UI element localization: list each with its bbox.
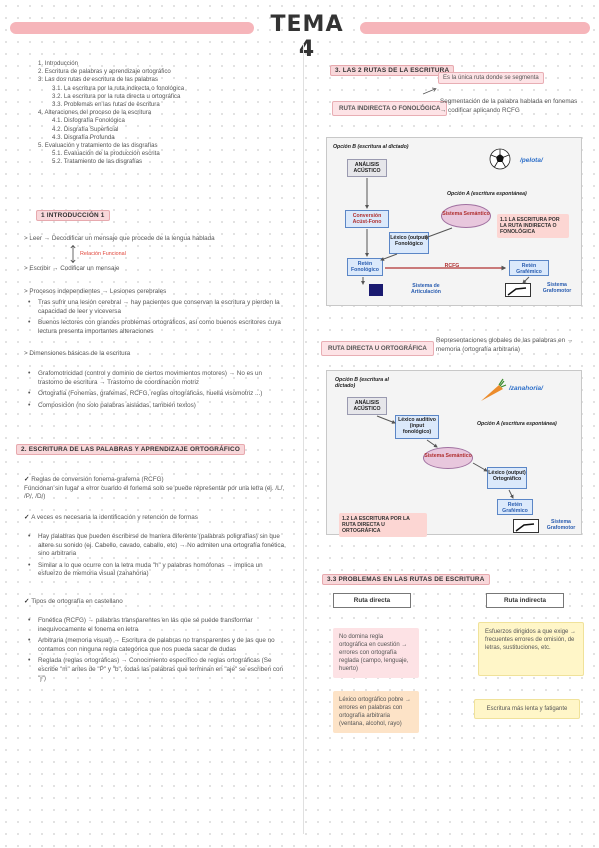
- diagram-note-1: 1.1 LA ESCRITURA POR LA RUTA INDIRECTA O…: [497, 214, 569, 238]
- problem-card-esfuerzo: Esfuerzos dirigidos a que exige → frecue…: [478, 622, 584, 676]
- list-item: Tras sufrir una lesión cerebral → hay pa…: [24, 299, 286, 316]
- list-item: Buenos lectores con grandes problemas or…: [24, 319, 286, 336]
- section-heading-intro: 1 INTRODUCCIÓN 1: [36, 210, 110, 221]
- box2-sistema-semantico: Sistema Semántico: [423, 447, 473, 469]
- list-item: Fonética (RCFG) → palabras transparentes…: [24, 617, 288, 634]
- toc-item[interactable]: 4. Alteraciones del proceso de la escrit…: [38, 109, 152, 117]
- problem-card-reglada: No domina regla ortográfica en cuestión …: [333, 628, 419, 678]
- title-bar-left: [10, 22, 254, 34]
- diagram2-opcion-b: Opción B (escritura al dictado): [335, 377, 389, 389]
- ruta-indirecta-label: RUTA INDIRECTA O FONOLÓGICA: [332, 101, 448, 116]
- toc-item[interactable]: 3. Las dos rutas de escritura de las pal…: [38, 76, 158, 84]
- check-icon: ✓: [24, 514, 30, 521]
- diagram-opcion-b: Opción B (escritura al dictado): [333, 144, 409, 150]
- reglas-block: ✓Reglas de conversión fonema-grafema (RC…: [24, 476, 286, 502]
- box2-analisis: ANÁLISIS ACÚSTICO: [347, 397, 387, 415]
- toc-item[interactable]: 2. Escritura de palabras y aprendizaje o…: [38, 68, 171, 76]
- zanahoria-word: /zanahoria/: [509, 385, 543, 392]
- list-item: Similar a lo que ocurre con la letra mud…: [24, 562, 286, 579]
- list-item: Ortografía (Fonemas, grafemas, RCFG, reg…: [24, 390, 286, 399]
- intro-leer: > Leer → Decodificar un mensaje que proc…: [24, 235, 215, 242]
- box-analisis-acustico: ANÁLISIS ACÚSTICO: [347, 159, 387, 177]
- check-icon: ✓: [24, 476, 30, 483]
- list-item: Reglada (reglas ortográficas) → Conocimi…: [24, 657, 288, 683]
- section-heading-escritura: 2. ESCRITURA DE LAS PALABRAS Y APRENDIZA…: [16, 444, 245, 455]
- tipos-bullets: Fonética (RCFG) → palabras transparentes…: [24, 617, 288, 683]
- toc-item[interactable]: 5.2. Tratamiento de las disgrafías: [52, 158, 143, 166]
- check-icon: ✓: [24, 598, 30, 605]
- toc-item[interactable]: 4.3. Disgrafía Profunda: [52, 133, 115, 141]
- dimension-bullets: Grafomotricidad (control y dominio de ci…: [24, 370, 286, 410]
- title-bar-right: [360, 22, 590, 34]
- diagram-ruta-directa: Opción B (escritura al dictado) /zanahor…: [326, 370, 582, 537]
- box-reten-fonologico: Retén Fonológico: [347, 258, 383, 276]
- toc-item[interactable]: 5.1. Evaluación de la producción escrita: [52, 150, 160, 158]
- diagram-arrows: [361, 178, 530, 285]
- list-item: Composición (no solo palabras aisladas, …: [24, 402, 286, 411]
- pelota-word: /pelota/: [520, 157, 543, 164]
- rcfg-label: RCFG: [444, 263, 460, 269]
- identificacion-text: A veces es necesaria la identificación y…: [31, 514, 198, 521]
- toc-item[interactable]: 1. Introducción: [38, 60, 78, 67]
- tipos-text: Tipos de ortografía en castellano: [31, 598, 123, 605]
- box2-reten-grafemico: Retén Grafémico: [497, 499, 533, 515]
- toc-item[interactable]: 3.3. Problemas en las rutas de escritura: [52, 101, 160, 109]
- table-of-contents: 1. Introducción 2. Escritura de palabras…: [38, 60, 288, 167]
- handwriting2-icon: [513, 519, 539, 533]
- box-sistema-semantico: Sistema Semántico: [441, 204, 491, 228]
- toc-item[interactable]: 4.2. Disgrafía Superficial: [52, 125, 119, 133]
- box2-lexico-ortografico: Léxico (output) Ortográfico: [487, 467, 527, 489]
- list-item: Grafomotricidad (control y dominio de ci…: [24, 370, 286, 387]
- list-item: Arbitraria (memoria visual) → Escritura …: [24, 637, 288, 654]
- toc-item[interactable]: 3.2. La escritura por la ruta directa u …: [52, 92, 181, 100]
- box-reten-grafemico: Retén Grafémico: [509, 260, 549, 276]
- intro-escribir: > Escribir → Codificar un mensaje: [24, 265, 120, 272]
- diagram2-note: 1.2 LA ESCRITURA POR LA RUTA DIRECTA U O…: [339, 513, 427, 537]
- diagram2-arrows: [376, 415, 514, 499]
- identificacion-bullets: Hay palabras que pueden escribirse de ma…: [24, 533, 286, 579]
- ruta-directa-desc: Representaciones globales de las palabra…: [436, 337, 574, 353]
- page-title: TEMA 4: [270, 12, 344, 62]
- tipos-line: ✓Tipos de ortografía en castellano: [24, 598, 286, 607]
- section-heading-problemas: 3.3 PROBLEMAS EN LAS RUTAS DE ESCRITURA: [322, 574, 490, 585]
- reglas-title: Reglas de conversión fonema-grafema (RCF…: [31, 476, 164, 483]
- box2-lexico-auditivo: Léxico auditivo (input fonológico): [395, 415, 439, 439]
- identificacion-line: ✓A veces es necesaria la identificación …: [24, 514, 286, 523]
- ruta-indirecta-desc: → Segmentación de la palabra hablada en …: [418, 98, 578, 114]
- box-conversion: Conversión Acúst-Fono: [345, 210, 389, 228]
- toc-item[interactable]: 5. Evaluación y tratamiento de las disgr…: [38, 142, 158, 150]
- double-arrow-icon: [70, 244, 76, 264]
- ruta-indirecta-button[interactable]: Ruta indirecta: [486, 593, 564, 608]
- ruta-directa-label: RUTA DIRECTA U ORTOGRÁFICA: [321, 341, 434, 356]
- intro-dimensiones: > Dimensiones básicas de la escritura: [24, 350, 131, 357]
- list-item: Hay palabras que pueden escribirse de ma…: [24, 533, 286, 559]
- handwriting-icon: [505, 283, 531, 297]
- box-lexico-fonologico: Léxico (output) Fonológico: [389, 232, 429, 254]
- toc-item[interactable]: 4.1. Disfografía Fonológica: [52, 117, 125, 125]
- speaker-icon: [369, 284, 383, 296]
- label-sistema-grafomotor: Sistema Grafomotor: [542, 282, 572, 294]
- problem-card-lenta: Escritura más lenta y fatigante: [474, 699, 580, 719]
- diagram2-opcion-a: Opción A (escritura espontánea): [477, 421, 557, 427]
- reglas-text: Funcionan sin lugar a error cuando el fo…: [24, 484, 285, 501]
- intro-bullets: Tras sufrir una lesión cerebral → hay pa…: [24, 299, 286, 336]
- intro-procesos: > Procesos independientes → Lesiones cer…: [24, 288, 167, 295]
- section-heading-rutas: 3. LAS 2 RUTAS DE LA ESCRITURA: [330, 65, 455, 76]
- diagram-opcion-a: Opción A (escritura espontánea): [447, 191, 527, 197]
- problem-card-arbitraria: Léxico ortográfico pobre → errores en pa…: [333, 691, 419, 733]
- ball-icon: [489, 148, 511, 175]
- diagram-ruta-indirecta: Opción B (escritura al dictado) /pelota/…: [326, 137, 582, 306]
- ruta-directa-button[interactable]: Ruta directa: [333, 593, 411, 608]
- arrow-icon: [422, 82, 438, 100]
- segmenta-note: Es la única ruta donde se segmenta: [438, 72, 544, 84]
- label2-sistema-grafomotor: Sistema Grafomotor: [546, 519, 576, 531]
- label-sistema-articulacion: Sistema de Articulación: [411, 283, 441, 295]
- arrow-glyph: →: [418, 102, 425, 109]
- relacion-funcional: Relación Funcional: [80, 251, 126, 257]
- column-divider: [303, 44, 304, 834]
- carrot-icon: [477, 377, 507, 408]
- toc-item[interactable]: 3.1. La escritura por la ruta indirecta …: [52, 84, 185, 92]
